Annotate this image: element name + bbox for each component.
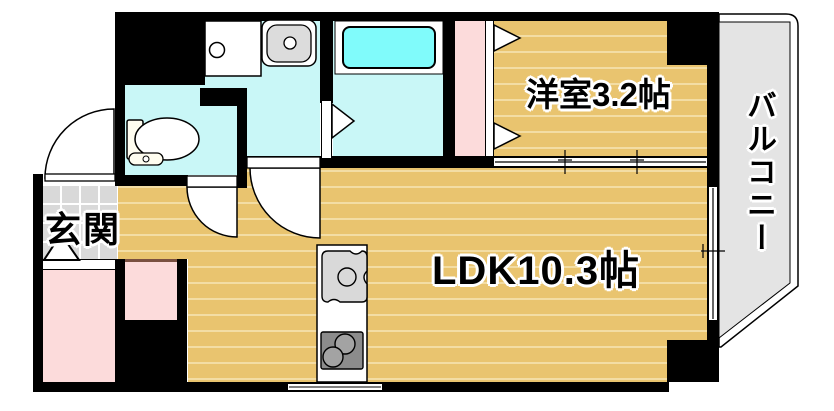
balcony-label: バルコニー bbox=[742, 90, 775, 255]
wall-bath-right bbox=[443, 12, 455, 156]
wall-block-bottomright bbox=[667, 340, 719, 382]
closet-strip bbox=[455, 21, 485, 156]
entrance-door-swing-arc bbox=[44, 108, 115, 179]
storage-left bbox=[43, 268, 115, 382]
storage-mid bbox=[125, 259, 177, 323]
wall-toilet-left bbox=[115, 85, 125, 186]
wall-storage-divider bbox=[115, 259, 125, 382]
wall-toilet-right bbox=[237, 103, 247, 188]
western-room-label: 洋室3.2帖 bbox=[526, 76, 671, 113]
washroom-floor-lower bbox=[247, 88, 320, 156]
ldk-label: LDK10.3帖 bbox=[432, 249, 641, 293]
entrance-label: 玄関 bbox=[45, 209, 122, 250]
partition-window-western-ldk bbox=[494, 156, 707, 168]
wall-block-topleft bbox=[115, 12, 205, 85]
entrance-door-leaf bbox=[44, 173, 116, 182]
wall-toilet-bottom bbox=[115, 175, 188, 186]
kitchen-window bbox=[288, 382, 382, 392]
bath-door-strip bbox=[321, 101, 332, 158]
closet-door-strip bbox=[485, 21, 494, 156]
wall-top bbox=[115, 12, 715, 21]
wall-divider-south bbox=[237, 156, 494, 168]
wall-block-bottomleft bbox=[125, 320, 187, 382]
wall-left bbox=[33, 174, 43, 392]
entrance-step bbox=[43, 259, 115, 270]
balcony-window bbox=[707, 187, 719, 320]
washroom-floor bbox=[205, 21, 320, 91]
bathroom-floor bbox=[333, 21, 443, 156]
wall-notch bbox=[200, 88, 247, 106]
wall-right-upper bbox=[707, 12, 719, 187]
wall-washroom-bath bbox=[320, 12, 333, 103]
